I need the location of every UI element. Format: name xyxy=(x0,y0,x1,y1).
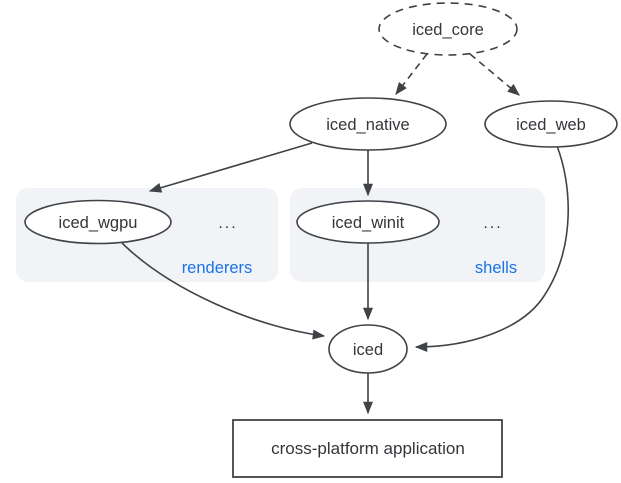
edge-iced_web-iced xyxy=(414,145,570,352)
node-iced-shape xyxy=(328,324,408,374)
node-iced-web-shape xyxy=(484,100,618,148)
node-iced-wgpu-label: iced_wgpu xyxy=(59,214,138,232)
node-iced-wgpu-shape xyxy=(24,199,172,245)
group-renderers-label: renderers xyxy=(182,259,253,277)
node-application-shape xyxy=(232,419,503,478)
node-iced-core-shape xyxy=(378,2,518,56)
node-iced-winit: iced_winit xyxy=(296,200,440,244)
group-renderers-ellipsis: ... xyxy=(218,215,237,232)
node-iced-native-shape xyxy=(289,97,447,151)
node-iced-core: iced_core xyxy=(378,2,518,56)
node-application-label: cross-platform application xyxy=(271,439,465,458)
edge-iced_native-iced_wgpu xyxy=(148,142,313,193)
node-iced-winit-label: iced_winit xyxy=(332,214,405,232)
node-iced-native: iced_native xyxy=(289,97,447,151)
group-shells-ellipsis: ... xyxy=(483,215,502,232)
node-iced-label: iced xyxy=(353,341,383,359)
node-iced: iced xyxy=(328,324,408,374)
node-iced-wgpu: iced_wgpu xyxy=(24,199,172,245)
edge-iced_core-iced_web xyxy=(469,53,520,96)
node-application: cross-platform application xyxy=(232,419,503,478)
node-iced-web: iced_web xyxy=(484,100,618,148)
edge-iced_core-iced_native xyxy=(395,53,428,95)
node-iced-winit-shape xyxy=(296,200,440,244)
node-iced-web-label: iced_web xyxy=(516,116,586,134)
node-iced-core-label: iced_core xyxy=(412,21,484,39)
edge-iced_wgpu-iced xyxy=(121,242,326,340)
group-shells-label: shells xyxy=(475,259,517,277)
node-iced-native-label: iced_native xyxy=(326,116,409,134)
